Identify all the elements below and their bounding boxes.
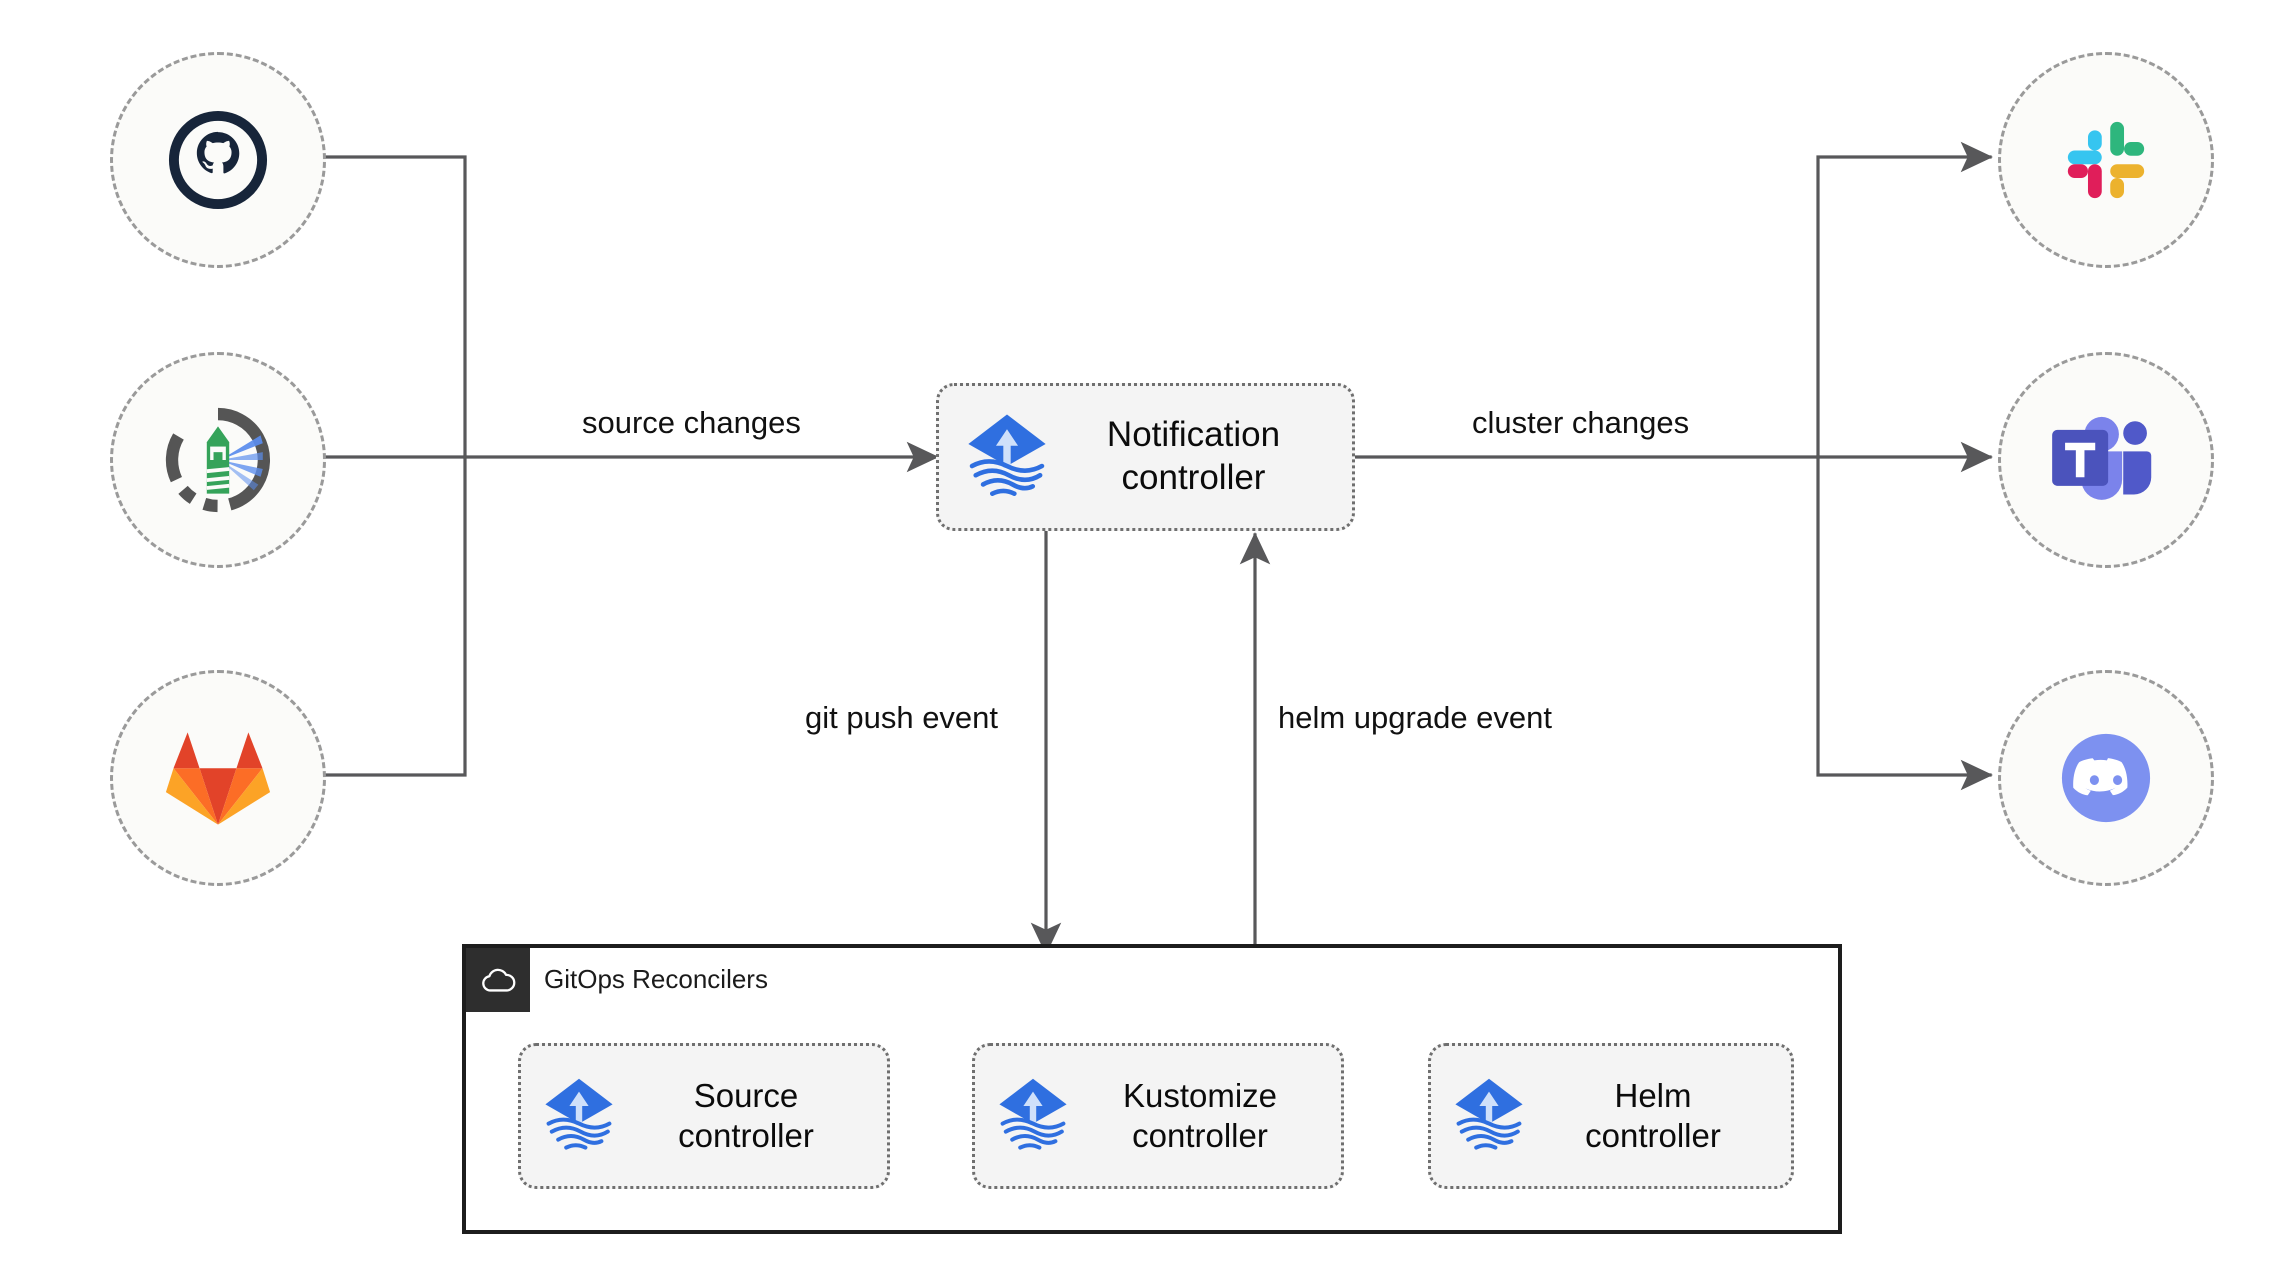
notification-controller-box[interactable]: Notification controller — [936, 383, 1355, 531]
flux-icon — [993, 1074, 1073, 1159]
edge-to-slack — [1816, 141, 1993, 459]
edge-github-bus — [316, 155, 467, 459]
edge-gitlab-bus — [316, 455, 467, 777]
source-controller-label: Source controller — [678, 1076, 814, 1154]
target-node-ms-teams[interactable] — [1998, 352, 2214, 568]
source-node-gitlab[interactable] — [110, 670, 326, 886]
gitea-icon — [165, 407, 271, 513]
edge-label-source-changes: source changes — [582, 405, 801, 440]
discord-icon — [2061, 733, 2151, 823]
ms-teams-icon — [2052, 416, 2152, 500]
slack-icon — [2067, 121, 2145, 199]
edge-label-helm-upgrade-event: helm upgrade event — [1278, 700, 1553, 735]
source-node-gitea[interactable] — [110, 352, 326, 568]
flux-icon — [1449, 1074, 1529, 1159]
target-node-discord[interactable] — [1998, 670, 2214, 886]
edge-label-git-push-event: git push event — [805, 700, 999, 735]
source-controller-box[interactable]: Source controller — [518, 1043, 890, 1189]
flux-icon — [539, 1074, 619, 1159]
helm-controller-box[interactable]: Helm controller — [1428, 1043, 1794, 1189]
helm-controller-label: Helm controller — [1585, 1076, 1721, 1154]
notification-controller-label: Notification controller — [1106, 415, 1281, 497]
gitops-tab — [466, 948, 530, 1012]
cloud-icon — [482, 968, 516, 992]
target-node-slack[interactable] — [1998, 52, 2214, 268]
edge-to-discord — [1816, 455, 1993, 791]
github-icon — [168, 110, 268, 210]
gitops-reconcilers-container: GitOps Reconcilers Source controller — [462, 944, 1842, 1234]
kustomize-controller-label: Kustomize controller — [1122, 1076, 1278, 1154]
gitlab-icon — [165, 732, 271, 825]
flux-icon — [961, 409, 1053, 506]
edge-label-cluster-changes: cluster changes — [1472, 405, 1690, 440]
source-node-github[interactable] — [110, 52, 326, 268]
kustomize-controller-box[interactable]: Kustomize controller — [972, 1043, 1344, 1189]
gitops-title: GitOps Reconcilers — [544, 964, 768, 994]
